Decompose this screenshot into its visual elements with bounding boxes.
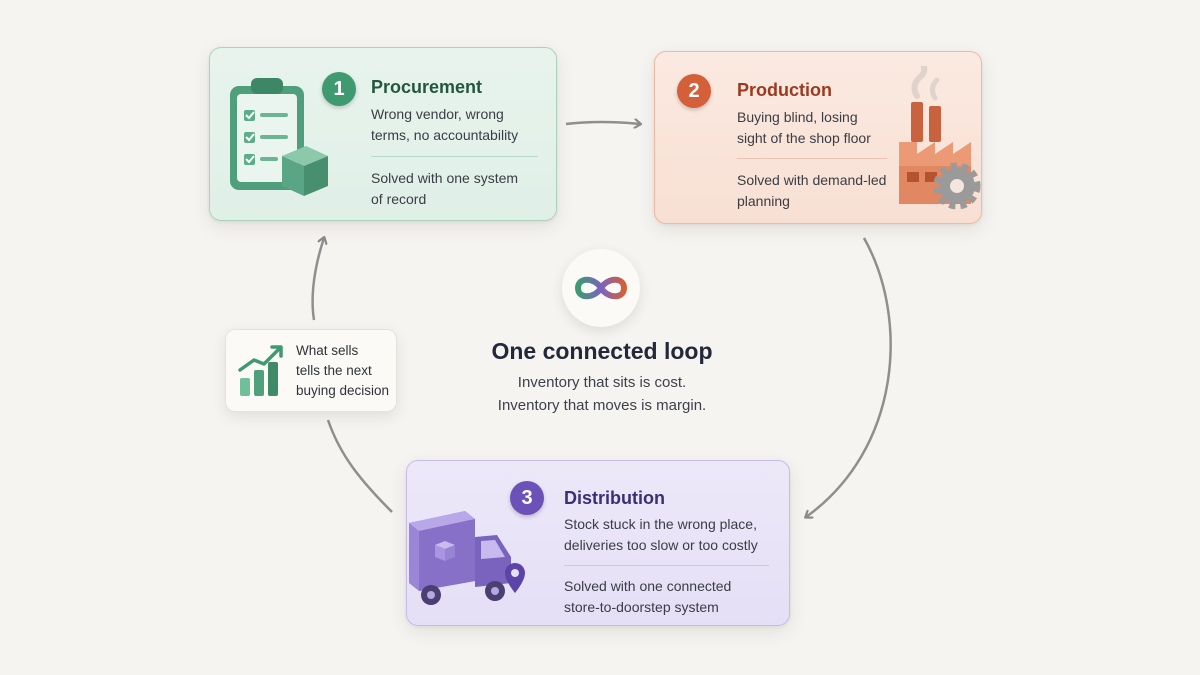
divider (564, 565, 769, 566)
step-number-badge: 3 (510, 481, 544, 515)
procurement-problem: Wrong vendor, wrong terms, no accountabi… (371, 104, 518, 146)
problem-line: sight of the shop floor (737, 130, 871, 146)
step-number-badge: 1 (322, 72, 356, 106)
arrow-production-to-distribution (806, 237, 892, 517)
solution-line: Solved with one system (371, 170, 519, 186)
distribution-solution: Solved with one connected store-to-doors… (564, 576, 731, 618)
loop-emblem (562, 249, 640, 327)
procurement-card: 1 Procurement Wrong vendor, wrong terms,… (209, 47, 557, 221)
solution-line: planning (737, 193, 790, 209)
feedback-line: tells the next (296, 363, 372, 378)
clipboard-checklist-box-icon (230, 78, 328, 196)
arrow-distribution-to-feedback (326, 419, 393, 513)
solution-line: Solved with one connected (564, 578, 732, 594)
distribution-problem: Stock stuck in the wrong place, deliveri… (564, 514, 758, 556)
solution-line: of record (371, 191, 427, 207)
production-problem: Buying blind, losing sight of the shop f… (737, 107, 871, 149)
step-number: 1 (333, 78, 345, 100)
feedback-line: What sells (296, 343, 359, 358)
problem-line: Wrong vendor, wrong (371, 106, 504, 122)
infinity-icon (574, 276, 628, 300)
production-card: 2 Production Buying blind, losing sight … (654, 51, 982, 224)
center-subtitle-line-1: Inventory that sits is cost. (517, 374, 687, 391)
step-number-badge: 2 (677, 74, 711, 108)
feedback-card: What sells tells the next buying decisio… (225, 329, 397, 412)
center-subtitle-line-2: Inventory that moves is margin. (497, 397, 707, 414)
step-number: 3 (521, 487, 533, 509)
problem-line: Stock stuck in the wrong place, (564, 516, 757, 532)
step-number: 2 (688, 80, 700, 102)
problem-line: Buying blind, losing (737, 109, 858, 125)
procurement-solution: Solved with one system of record (371, 168, 518, 210)
growth-chart-icon (238, 345, 283, 396)
distribution-card: 3 Distribution Stock stuck in the wrong … (406, 460, 790, 626)
feedback-text: What sells tells the next buying decisio… (296, 341, 389, 401)
problem-line: deliveries too slow or too costly (564, 537, 758, 553)
divider (371, 156, 538, 157)
arrow-feedback-to-procurement (311, 238, 324, 321)
distribution-title: Distribution (564, 488, 665, 508)
delivery-truck-icon (409, 511, 525, 605)
solution-line: Solved with demand-led (737, 172, 887, 188)
solution-line: store-to-doorstep system (564, 599, 719, 615)
problem-line: terms, no accountability (371, 127, 519, 143)
center-title: One connected loop (491, 338, 713, 364)
factory-gear-icon (899, 66, 981, 210)
production-solution: Solved with demand-led planning (737, 170, 886, 212)
arrow-procurement-to-production (565, 122, 640, 124)
divider (737, 158, 887, 159)
production-title: Production (737, 80, 832, 100)
feedback-line: buying decision (296, 383, 390, 398)
procurement-title: Procurement (371, 77, 483, 97)
